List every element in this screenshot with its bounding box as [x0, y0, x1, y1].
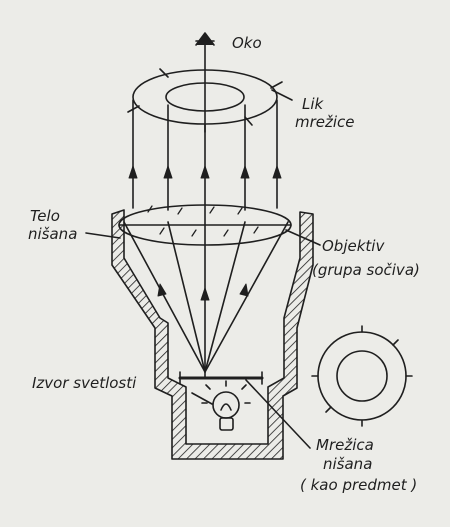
label-reticle-line2: nišana [323, 455, 373, 473]
label-objective-line1: Objektiv [322, 237, 385, 255]
ray-arrowhead [163, 165, 173, 179]
reticle-view-icon [311, 325, 413, 427]
label-sight-body-line2: nišana [28, 225, 78, 243]
ray-arrowhead [239, 283, 249, 297]
ray-right-inner [204, 221, 246, 373]
label-reticle-line3: ( kao predmet ) [300, 476, 418, 494]
leader-line [285, 229, 321, 246]
label-eye: Oko [232, 34, 262, 52]
ray-arrowhead [200, 287, 210, 301]
label-reticle-line1: Mrežica [316, 436, 374, 454]
ray-arrowhead [240, 165, 250, 179]
label-sight-body-line1: Telo [30, 207, 60, 225]
eye-arrow-icon [195, 32, 215, 46]
ray-left-outer [123, 221, 206, 373]
ray-arrowhead [200, 165, 210, 179]
leader-line [85, 232, 121, 239]
ray-arrowhead [128, 165, 138, 179]
label-light-source: Izvor svetlosti [32, 374, 137, 392]
lens-glass-marks [147, 205, 259, 237]
label-reticle-image-line1: Lik [302, 95, 324, 113]
ray-arrowhead [157, 283, 167, 297]
leader-line [245, 379, 311, 449]
leader-line [191, 392, 213, 405]
ray-left-inner [167, 221, 206, 373]
ray-right-outer [204, 221, 289, 373]
leader-line [271, 89, 293, 101]
label-reticle-image-line2: mrežice [295, 113, 355, 131]
sight-body-housing [111, 209, 314, 460]
light-bulb-icon [201, 380, 251, 431]
label-objective-line2: (grupa sočiva) [312, 261, 420, 279]
ray-arrowhead [272, 165, 282, 179]
